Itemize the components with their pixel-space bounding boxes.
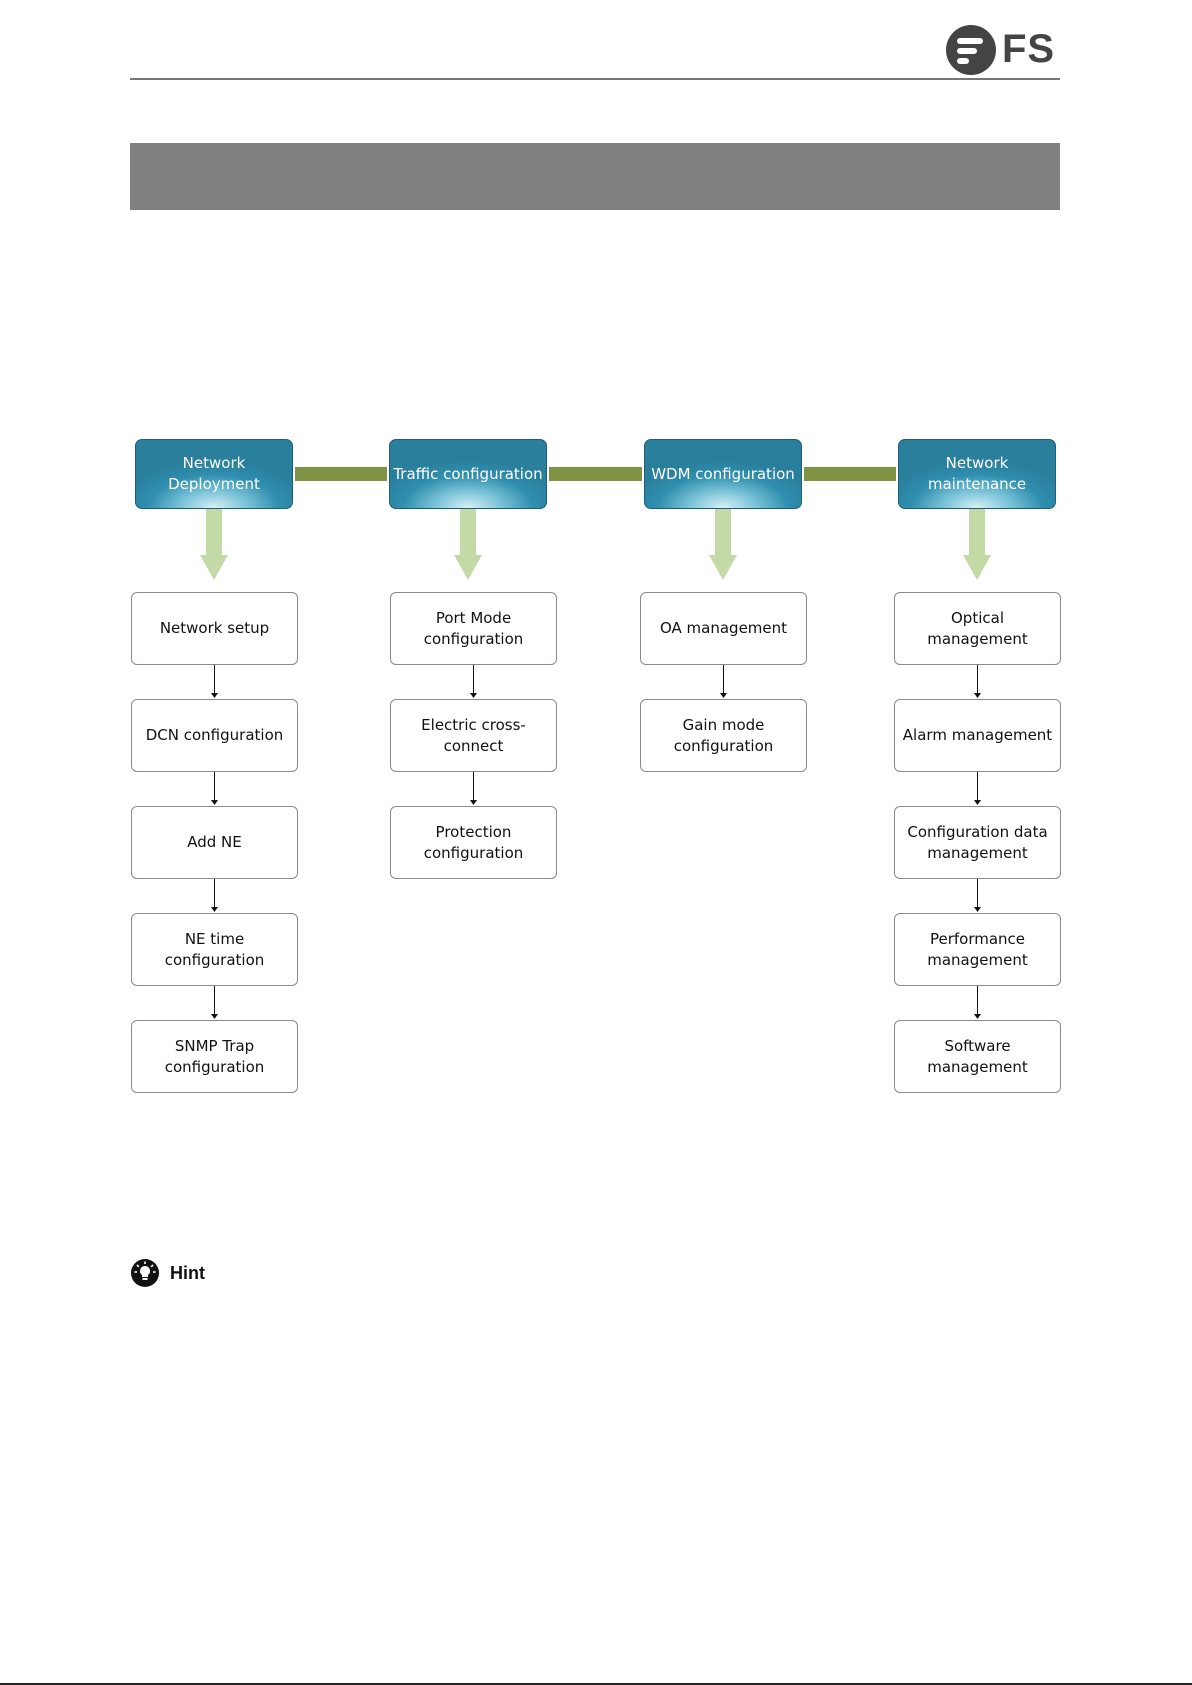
step-box: NE time configuration <box>131 913 298 986</box>
connector-bar <box>295 467 387 481</box>
stage-header: Network maintenance <box>898 439 1056 509</box>
step-box: Protection configuration <box>390 806 557 879</box>
step-box: OA management <box>640 592 807 665</box>
header-logo: FS <box>945 24 1065 76</box>
logo-text: FS <box>1002 27 1056 71</box>
header-divider <box>130 78 1060 80</box>
step-label: configuration <box>164 1057 265 1076</box>
step-box: DCN configuration <box>131 699 298 772</box>
step-label: Software management <box>927 1036 1028 1076</box>
stage-header-label: Traffic configuration <box>393 464 543 483</box>
step-label: Configuration data <box>907 822 1048 841</box>
step-box: Configuration data management <box>894 806 1061 879</box>
step-label: Network setup <box>159 619 270 637</box>
step-connector-arrowhead <box>974 693 981 698</box>
step-connector-arrowhead <box>974 800 981 805</box>
stage-header-label: Network <box>945 454 1009 472</box>
step-connector-arrowhead <box>470 800 477 805</box>
step-box: Gain mode configuration <box>640 699 807 772</box>
flow-down-arrow <box>200 509 228 580</box>
step-label: DCN configuration <box>145 726 284 744</box>
step-connector-arrowhead <box>720 693 727 698</box>
step-connector-arrowhead <box>211 907 218 912</box>
step-box: Port Mode configuration <box>390 592 557 665</box>
step-box: Optical management <box>894 592 1061 665</box>
flow-down-arrow <box>963 509 991 580</box>
step-connector-arrowhead <box>470 693 477 698</box>
step-box: Electric cross-connect <box>390 699 557 772</box>
step-label: NE time configuration <box>164 929 265 969</box>
step-label: Protection <box>435 822 512 841</box>
connector-bar <box>549 467 642 481</box>
flow-down-arrow <box>709 509 737 580</box>
step-connector-arrowhead <box>211 693 218 698</box>
step-label: Performance <box>929 929 1026 948</box>
step-box: Network setup <box>131 592 298 665</box>
step-label: management <box>927 843 1028 862</box>
stage-header: Network Deployment <box>135 439 293 509</box>
step-label: configuration <box>423 843 524 862</box>
page-bottom-rule <box>0 1683 1192 1685</box>
step-connector-arrowhead <box>974 1014 981 1019</box>
lightbulb-icon <box>131 1259 159 1287</box>
stage-header: WDM configuration <box>644 439 802 509</box>
connector-bar <box>804 467 896 481</box>
stage-header-label: WDM configuration <box>651 464 795 483</box>
flow-down-arrow <box>454 509 482 580</box>
step-box: Add NE <box>131 806 298 879</box>
step-label: OA management <box>659 619 788 637</box>
hint-row: Hint <box>130 1258 330 1288</box>
step-label: configuration <box>673 736 774 755</box>
step-box: Alarm management <box>894 699 1061 772</box>
step-connector-arrowhead <box>211 1014 218 1019</box>
section-title-band <box>130 143 1060 210</box>
step-box: SNMP Trap configuration <box>131 1020 298 1093</box>
step-box: Software management <box>894 1020 1061 1093</box>
step-label: management <box>927 950 1028 969</box>
step-label: SNMP Trap <box>174 1036 255 1055</box>
stage-header-label: maintenance <box>927 475 1027 493</box>
step-label: Electric cross-connect <box>421 715 526 755</box>
step-label: Port Mode <box>435 608 512 627</box>
stage-header-label: Network Deployment <box>168 454 260 493</box>
hint-label: Hint <box>170 1263 205 1283</box>
step-label: Gain mode <box>682 715 765 734</box>
step-label: configuration <box>423 629 524 648</box>
step-connector-arrowhead <box>211 800 218 805</box>
stage-header: Traffic configuration <box>389 439 547 509</box>
fs-logo-icon <box>946 25 996 75</box>
step-label: Optical management <box>927 608 1028 648</box>
step-box: Performance management <box>894 913 1061 986</box>
step-label: Add NE <box>187 833 242 851</box>
step-connector-arrowhead <box>974 907 981 912</box>
step-label: Alarm management <box>902 726 1053 744</box>
